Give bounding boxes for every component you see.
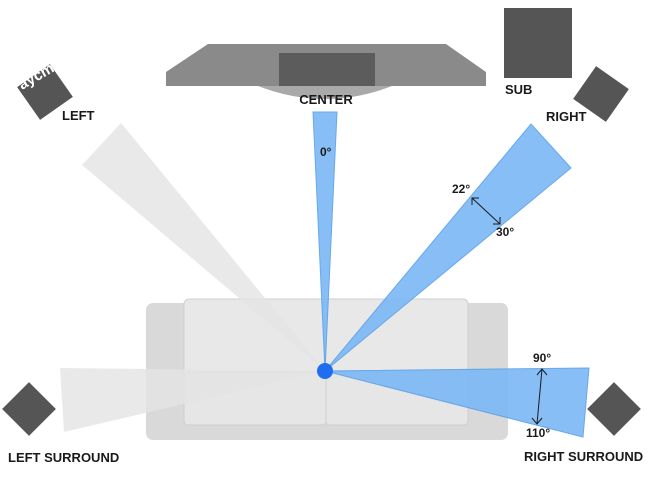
left-surround-label: LEFT SURROUND (8, 450, 119, 465)
front-angle-arrow (471, 197, 501, 225)
tv (166, 44, 486, 99)
center-beam (312, 111, 338, 372)
right-speaker-box (573, 66, 629, 122)
right-surround-beam (324, 367, 590, 438)
right-surround-label: RIGHT SURROUND (524, 449, 643, 464)
tv-stand (258, 86, 392, 99)
center-angle-label: 0° (320, 145, 332, 159)
surround-angle-arrow (531, 368, 548, 425)
listener-position (317, 363, 333, 379)
right-label: RIGHT (546, 109, 587, 124)
sub-speaker-box (504, 8, 572, 78)
right-surround-speaker-box (587, 382, 641, 436)
center-speaker-box (279, 53, 375, 86)
surround-max-angle-label: 110° (526, 426, 550, 440)
left-surround-beam (60, 368, 325, 432)
left-front-beam (82, 123, 325, 371)
surround-min-angle-label: 90° (533, 351, 551, 365)
left-label: LEFT (62, 108, 95, 123)
left-speaker-box (17, 64, 73, 120)
left-surround-speaker-box (2, 382, 56, 436)
center-label: CENTER (299, 92, 353, 107)
front-min-angle-label: 22° (452, 182, 470, 196)
right-front-beam (324, 123, 572, 372)
sub-label: SUB (505, 82, 532, 97)
front-max-angle-label: 30° (496, 225, 514, 239)
